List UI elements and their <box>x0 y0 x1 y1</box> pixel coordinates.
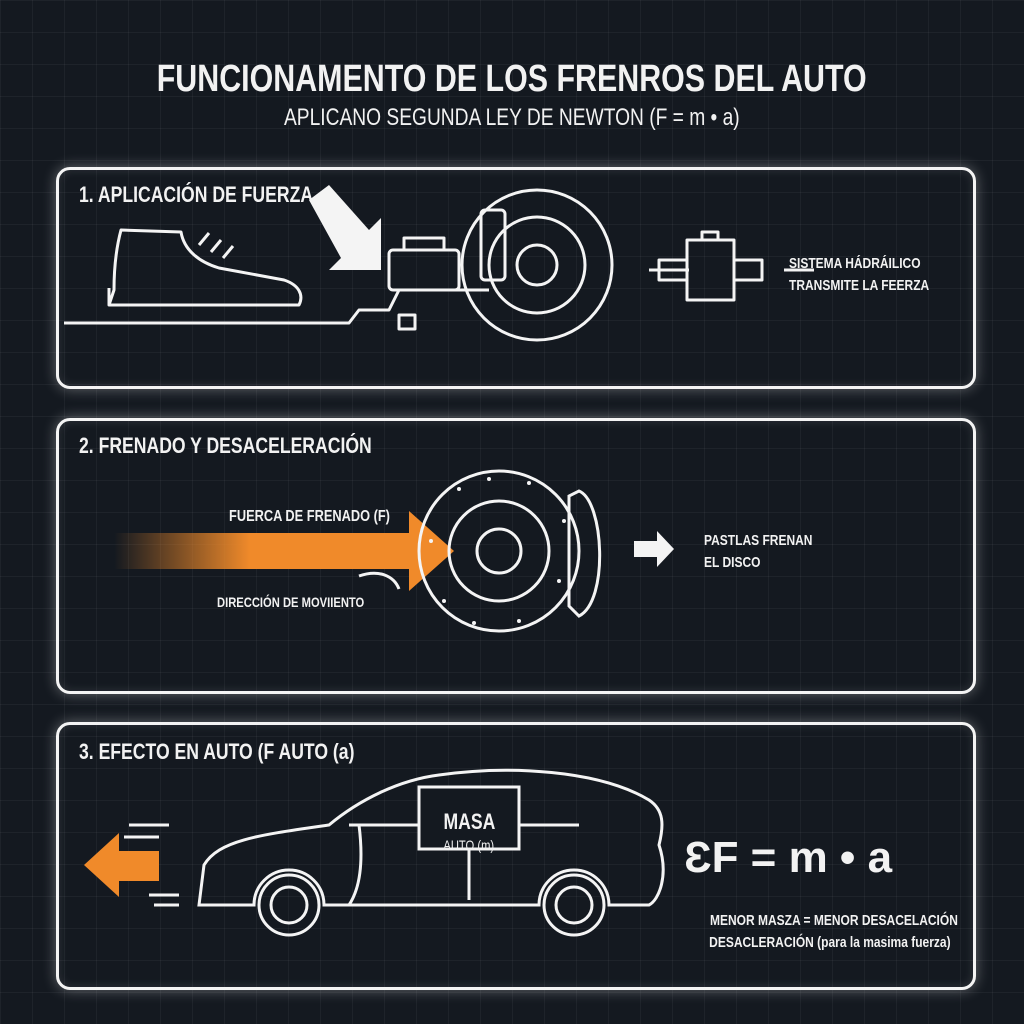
hydraulic-caption: SISTEMA HÁDRÁILICO TRANSMITE LA FEERZA <box>789 255 930 294</box>
brake-disc <box>460 188 614 342</box>
direction-label: DIRECCIÓN DE MOVIIENTO <box>217 594 365 610</box>
pads-caption: PASTLAS FRENAN EL DISCO <box>704 532 813 571</box>
shoe-icon <box>107 228 303 307</box>
braking-force-label: FUERCA DE FRENADO (F) <box>229 508 390 525</box>
section-braking: 2. FRENADO Y DESACELERACIÓN FUERCA DE FR… <box>56 418 976 694</box>
section-force-application: 1. APLICACIÓN DE FUERZA SISTEMA HÁDRÁILI… <box>56 167 976 389</box>
deceleration-arrow <box>84 833 159 897</box>
mass-box <box>417 785 521 851</box>
force-arrow-icon <box>309 185 381 270</box>
newton-formula: ƐF = m • a <box>684 833 893 882</box>
brake-disc-diagram <box>114 469 674 633</box>
braking-force-arrow <box>114 511 454 591</box>
section-title: 2. FRENADO Y DESACELERACIÓN <box>79 433 372 458</box>
car-outline <box>197 768 665 907</box>
direction-arrow <box>358 571 401 590</box>
hydraulic-brake-diagram <box>64 185 814 342</box>
pad-arrow-icon <box>634 531 674 567</box>
disc-holes <box>429 477 566 625</box>
section-title: 1. APLICACIÓN DE FUERZA <box>79 182 314 207</box>
mass-label: MASA AUTO (m) <box>443 809 495 854</box>
page-title: FUNCIONAMENTO DE LOS FRENROS DEL AUTO <box>157 58 867 100</box>
section-car-effect: 3. EFECTO EN AUTO (F AUTO (a) MASA AUTO … <box>56 722 976 990</box>
master-cylinder <box>387 248 461 292</box>
mass-note: MENOR MASZA = MENOR DESACELACIÓN DESACLE… <box>709 912 958 951</box>
section-title: 3. EFECTO EN AUTO (F AUTO (a) <box>79 739 355 764</box>
page-subtitle: APLICANO SEGUNDA LEY DE NEWTON (F = m • … <box>284 104 740 131</box>
car-diagram <box>84 768 665 937</box>
